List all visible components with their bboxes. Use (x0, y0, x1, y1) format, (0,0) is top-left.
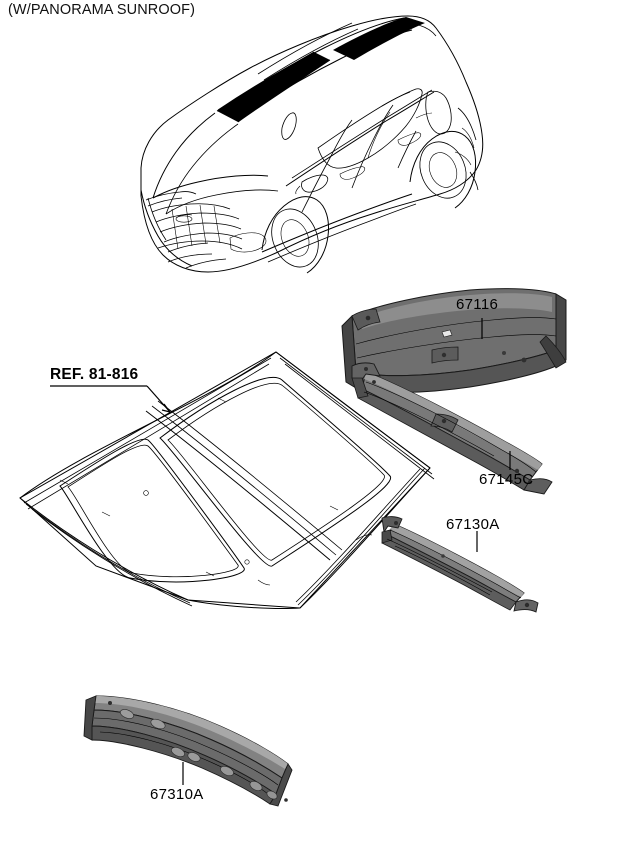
part-label-67130A: 67130A (446, 516, 500, 533)
diagram-title: (W/PANORAMA SUNROOF) (8, 2, 196, 18)
reference-label-81-816: REF. 81-816 (50, 366, 139, 383)
part-67130A-shape (381, 516, 539, 613)
leader-lines (50, 318, 511, 785)
vehicle-illustration (140, 15, 484, 274)
roof-panel-part (19, 351, 435, 610)
part-67116-shape (341, 288, 567, 393)
part-67310A-shape (83, 695, 293, 807)
part-67145C-shape (351, 362, 553, 495)
part-label-67116: 67116 (456, 296, 499, 313)
part-label-67310A: 67310A (150, 786, 204, 803)
part-label-67145C: 67145C (479, 471, 534, 488)
